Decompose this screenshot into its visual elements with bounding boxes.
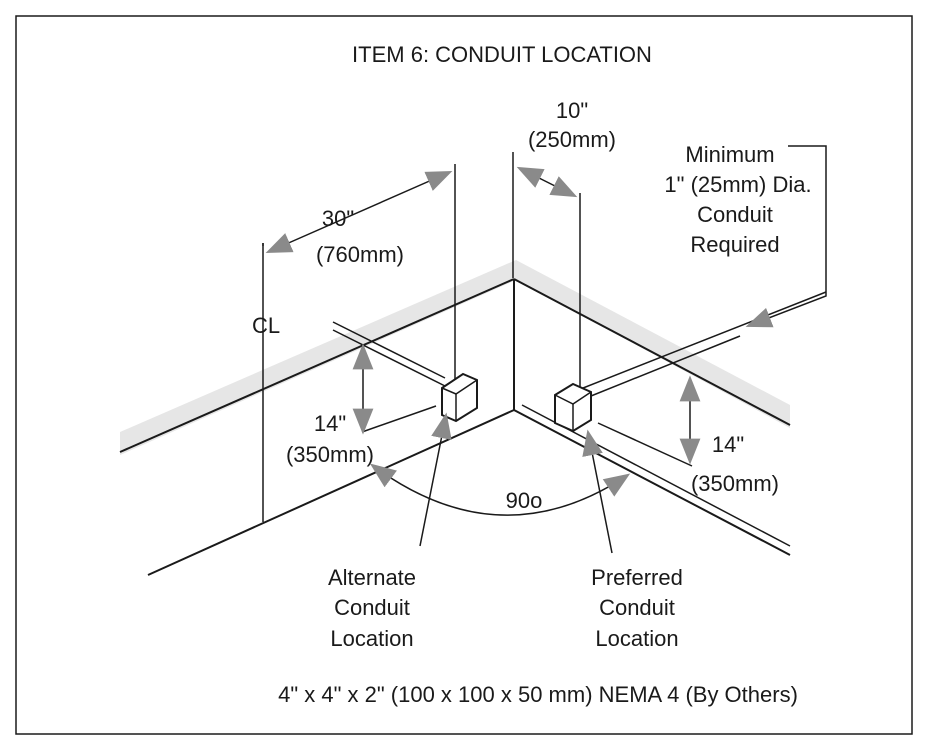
minimum-label-line4: Required <box>690 232 779 257</box>
left-conduit-lower <box>332 329 446 387</box>
alternate-junction-box <box>441 372 478 423</box>
dim-10-label-in: 10" <box>556 98 588 123</box>
preferred-junction-box <box>554 382 592 433</box>
left-conduit-upper <box>332 321 446 379</box>
dim-10-label-mm: (250mm) <box>528 127 616 152</box>
angle-arc <box>369 463 631 516</box>
dim-30-label-in: 30" <box>322 206 354 231</box>
dim-right-14-label-in: 14" <box>712 432 744 457</box>
dim-left-14-label-mm: (350mm) <box>286 442 374 467</box>
minimum-label-line1: Minimum <box>685 142 774 167</box>
right-conduit-lower <box>585 335 741 399</box>
centerline-label: CL <box>252 313 280 338</box>
preferred-label-line2: Conduit <box>599 595 675 620</box>
left-floor-line <box>147 409 515 576</box>
left-14-ext <box>361 405 437 433</box>
angle-label: 90o <box>506 488 543 513</box>
drawing-frame <box>15 15 913 735</box>
minimum-label-line3: Conduit <box>697 202 773 227</box>
dim-30-line <box>265 170 453 254</box>
dim-10-line <box>516 166 578 198</box>
dim-right-14-label-mm: (350mm) <box>691 471 779 496</box>
dim-left-14-label-in: 14" <box>314 411 346 436</box>
left-wall-band <box>120 260 516 455</box>
minimum-conduit-leader <box>745 145 827 328</box>
right-wall-band <box>516 260 790 428</box>
dim-30-label-mm: (760mm) <box>316 242 404 267</box>
alternate-leader <box>419 412 452 547</box>
minimum-label-line2: 1" (25mm) Dia. <box>664 172 811 197</box>
preferred-leader <box>582 429 613 554</box>
preferred-label-line3: Location <box>595 626 678 651</box>
right-conduit-upper <box>577 291 827 391</box>
right-floor-line-1 <box>513 409 791 556</box>
right-wall-top-line <box>513 278 791 426</box>
alternate-label-line1: Alternate <box>328 565 416 590</box>
diagram-title: ITEM 6: CONDUIT LOCATION <box>352 42 652 67</box>
preferred-label-line1: Preferred <box>591 565 683 590</box>
right-14-ext <box>597 422 693 467</box>
left-wall-top-line <box>119 278 515 453</box>
footer-note: 4" x 4" x 2" (100 x 100 x 50 mm) NEMA 4 … <box>278 682 798 707</box>
alternate-label-line3: Location <box>330 626 413 651</box>
alternate-label-line2: Conduit <box>334 595 410 620</box>
